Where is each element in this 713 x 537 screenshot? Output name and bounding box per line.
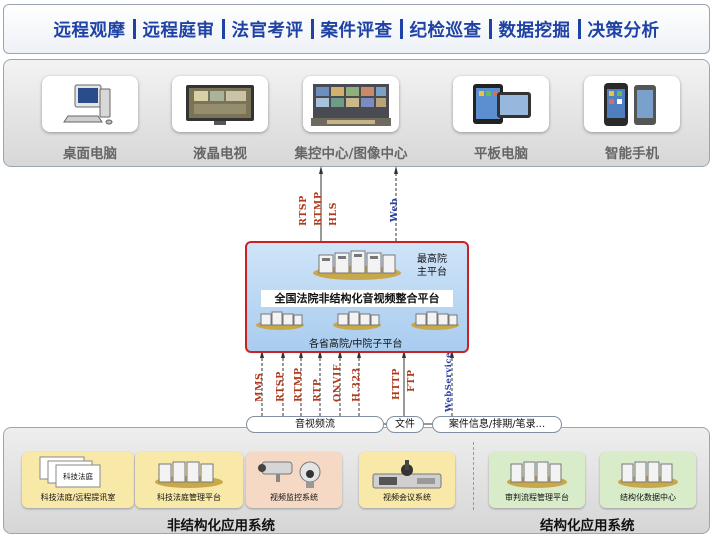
smartphone-icon bbox=[604, 83, 656, 126]
device-label-smartphone: 智能手机 bbox=[605, 146, 659, 162]
sub-platform-label: 各省高院/中院子平台 bbox=[309, 339, 403, 350]
protocol-rtsp-down: RTSP bbox=[275, 371, 286, 402]
device-label-tablet: 平板电脑 bbox=[474, 146, 528, 162]
protocol-ftp: FTP bbox=[406, 369, 417, 392]
platform-title: 全国法院非结构化音视频整合平台 bbox=[261, 290, 453, 307]
provincial-server-icon bbox=[333, 311, 381, 330]
structured-system-label: 结构化应用系统 bbox=[540, 518, 635, 534]
app-tech-courtroom: 科技法庭 科技法庭/远程提讯室 bbox=[22, 452, 134, 508]
provincial-server-icon bbox=[256, 311, 304, 330]
device-label-desktop: 桌面电脑 bbox=[63, 146, 117, 162]
pill-file: 文件 bbox=[386, 416, 424, 433]
banner-item-decision-analysis: 决策分析 bbox=[587, 20, 660, 41]
server-icon bbox=[507, 461, 567, 488]
app-courtroom-management-platform: 科技法庭管理平台 bbox=[135, 452, 243, 508]
conference-control-icon bbox=[372, 460, 442, 489]
function-banner: 远程观摩 远程庭审 法官考评 案件评查 纪检巡查 数据挖掘 决策分析 bbox=[3, 4, 710, 54]
protocol-onvif: ONVIF bbox=[332, 363, 343, 402]
smartphone-card bbox=[584, 76, 680, 132]
desktop-computer-icon bbox=[63, 84, 113, 125]
protocol-rtp: RTP bbox=[312, 378, 323, 402]
server-icon bbox=[155, 461, 223, 488]
national-av-integration-platform: 最高院 主平台 全国法院非结构化音视频整合平台 各省高院/中院子平台 bbox=[245, 241, 469, 353]
app-structured-data-center: 结构化数据中心 bbox=[600, 452, 696, 508]
protocol-web-up: Web bbox=[389, 197, 400, 222]
courtroom-cards-icon: 科技法庭 bbox=[39, 456, 101, 488]
application-systems-panel: 科技法庭 科技法庭/远程提讯室 科技法庭管理平台 视频监控系统 bbox=[3, 427, 710, 534]
banner-item-case-review: 案件评查 bbox=[320, 20, 393, 41]
tablet-card bbox=[453, 76, 549, 132]
app-label-trial-process: 审判流程管理平台 bbox=[505, 493, 569, 502]
banner-item-remote-trial: 远程庭审 bbox=[142, 20, 215, 41]
banner-item-judge-evaluation: 法官考评 bbox=[231, 20, 304, 41]
protocol-mms: MMS bbox=[254, 372, 265, 402]
device-label-control-center: 集控中心/图像中心 bbox=[294, 146, 408, 162]
provincial-server-icon bbox=[411, 311, 459, 330]
terminal-device-panel: 桌面电脑 液晶电视 集控中心/图像中心 bbox=[3, 59, 710, 167]
banner-separator bbox=[577, 19, 581, 39]
lcd-tv-card bbox=[172, 76, 268, 132]
courtroom-card-text: 科技法庭 bbox=[63, 471, 93, 481]
protocol-http: HTTP bbox=[391, 368, 402, 400]
system-divider bbox=[473, 442, 474, 510]
lcd-tv-icon bbox=[186, 85, 254, 125]
pill-case-info: 案件信息/排期/笔录... bbox=[432, 416, 562, 433]
app-label-tech-courtroom: 科技法庭/远程提讯室 bbox=[40, 493, 116, 502]
protocol-rtmp-up: RTMP bbox=[313, 191, 324, 226]
app-label-data-center: 结构化数据中心 bbox=[620, 493, 676, 502]
supreme-court-server-icon bbox=[313, 250, 401, 280]
banner-separator bbox=[221, 19, 225, 39]
device-label-lcd-tv: 液晶电视 bbox=[193, 146, 247, 162]
app-label-video-conference: 视频会议系统 bbox=[383, 493, 431, 502]
protocol-h323: H.323 bbox=[351, 367, 362, 402]
unstructured-system-label: 非结构化应用系统 bbox=[167, 518, 275, 534]
banner-separator bbox=[488, 19, 492, 39]
app-label-courtroom-management: 科技法庭管理平台 bbox=[157, 493, 221, 502]
control-center-icon bbox=[311, 84, 391, 126]
app-video-surveillance: 视频监控系统 bbox=[246, 452, 342, 508]
desktop-computer-card bbox=[42, 76, 138, 132]
control-center-card bbox=[303, 76, 399, 132]
server-cluster-icons bbox=[256, 250, 459, 330]
server-icon bbox=[618, 461, 678, 488]
app-video-conference: 视频会议系统 bbox=[359, 452, 455, 508]
protocol-rtsp-up: RTSP bbox=[298, 195, 309, 226]
banner-item-remote-observation: 远程观摩 bbox=[53, 20, 126, 41]
banner-item-data-mining: 数据挖掘 bbox=[498, 20, 571, 41]
protocol-hls-up: HLS bbox=[328, 201, 339, 226]
supreme-court-main-platform-label: 最高院 主平台 bbox=[417, 254, 447, 278]
app-trial-process-management: 审判流程管理平台 bbox=[489, 452, 585, 508]
banner-separator bbox=[132, 19, 136, 39]
pill-av-stream: 音视频流 bbox=[246, 416, 384, 433]
banner-separator bbox=[310, 19, 314, 39]
protocol-rtmp-down: RTMP bbox=[293, 367, 304, 402]
protocol-webservice: WebService bbox=[444, 352, 454, 412]
security-camera-icon bbox=[258, 461, 321, 488]
banner-separator bbox=[399, 19, 403, 39]
tablet-icon bbox=[473, 84, 531, 124]
app-label-video-surveillance: 视频监控系统 bbox=[270, 493, 318, 502]
banner-item-discipline-inspection: 纪检巡查 bbox=[409, 20, 482, 41]
